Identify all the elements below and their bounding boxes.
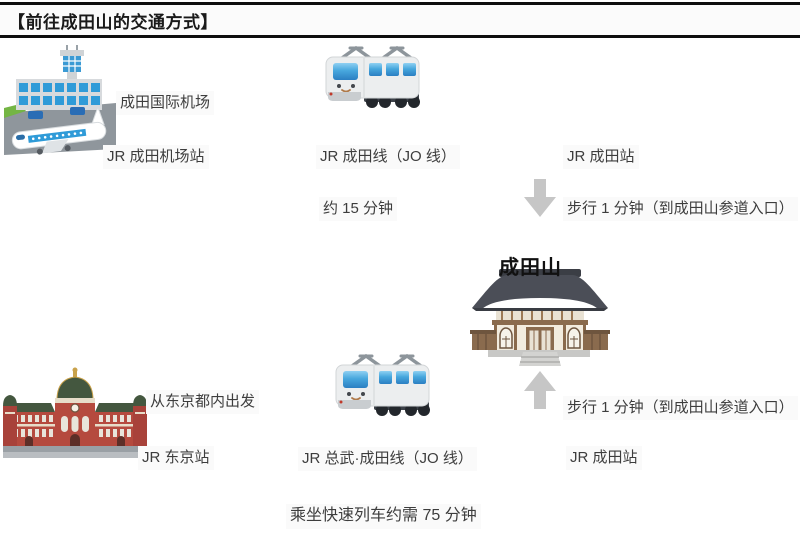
airport-icon <box>4 45 116 157</box>
arrow-down-icon <box>523 179 557 217</box>
tokyo-station-label: JR 东京站 <box>138 446 214 470</box>
arrival-station-bottom-label: JR 成田站 <box>566 446 642 470</box>
arrow-up-icon <box>523 371 557 409</box>
duration-bottom-label: 乘坐快速列车约需 75 分钟 <box>286 504 481 529</box>
airport-station-label: JR 成田机场站 <box>103 145 209 169</box>
tokyo-origin-label: 从东京都内出发 <box>146 390 260 414</box>
temple-icon <box>466 256 614 366</box>
line-bottom-label: JR 总武·成田线（JO 线） <box>298 447 477 471</box>
header-bar: 【前往成田山的交通方式】 <box>0 2 800 38</box>
arrival-station-top-label: JR 成田站 <box>563 145 639 169</box>
train-top-icon <box>323 43 425 113</box>
page-title: 【前往成田山的交通方式】 <box>8 12 218 32</box>
airport-name-label: 成田国际机场 <box>116 91 215 115</box>
duration-top-label: 约 15 分钟 <box>319 197 398 221</box>
tokyo-station-icon <box>3 366 147 461</box>
walk-top-label: 步行 1 分钟（到成田山参道入口） <box>563 197 798 221</box>
walk-bottom-label: 步行 1 分钟（到成田山参道入口） <box>563 396 798 420</box>
train-bottom-icon <box>333 351 435 421</box>
line-top-label: JR 成田线（JO 线） <box>316 145 460 169</box>
destination-name-label: 成田山 <box>499 257 562 279</box>
